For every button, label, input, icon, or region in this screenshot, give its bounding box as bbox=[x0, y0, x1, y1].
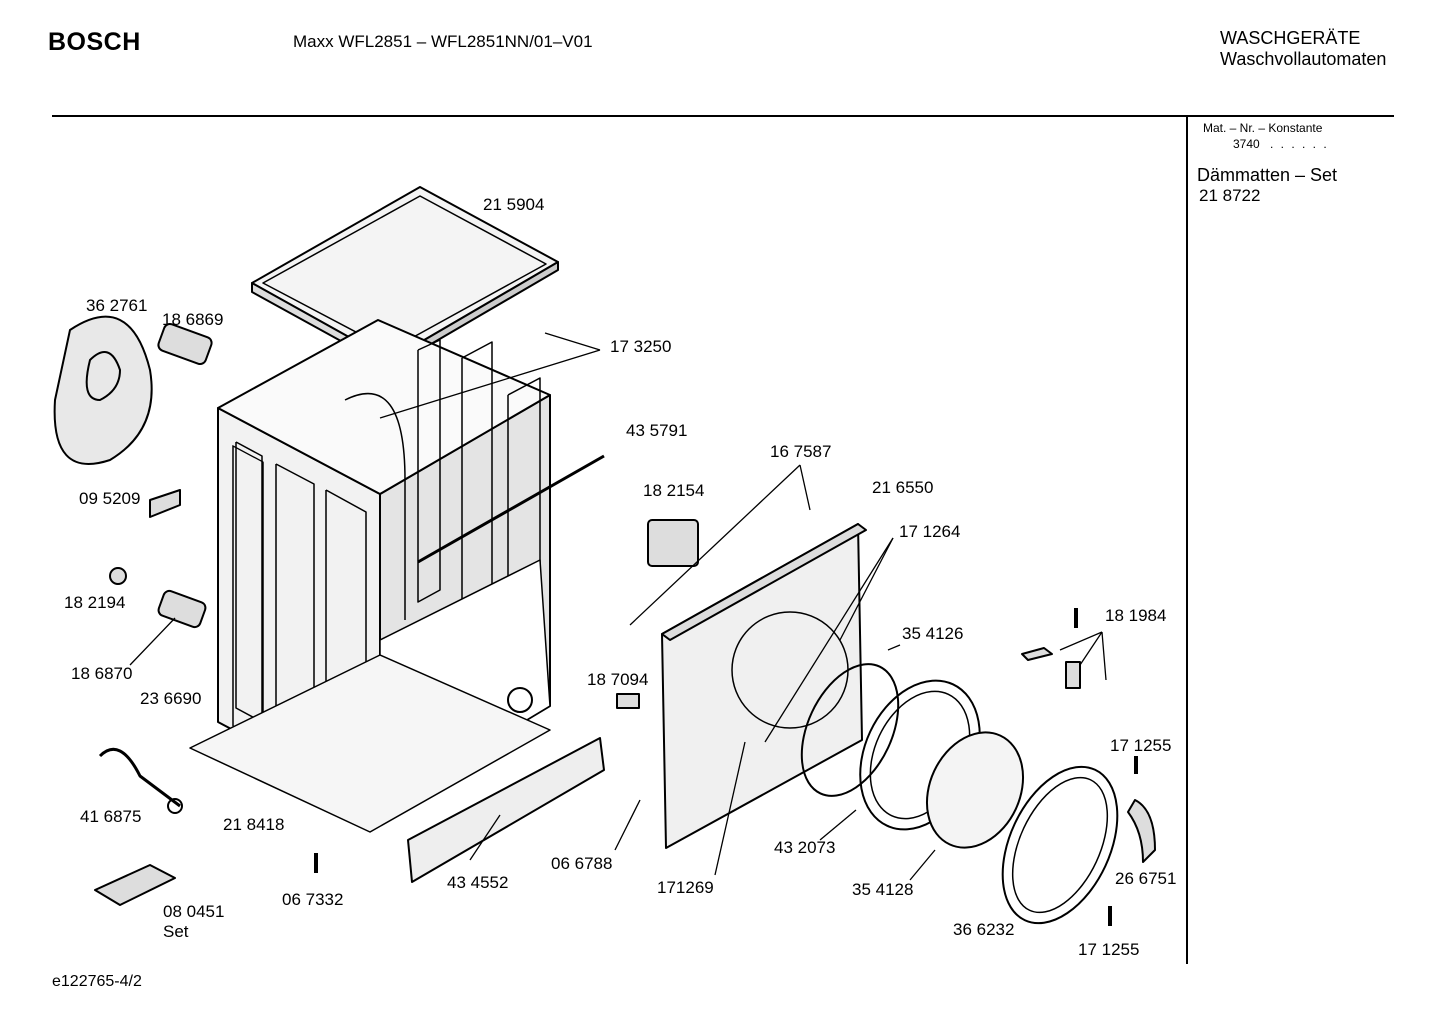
part-label: 17 3250 bbox=[610, 337, 672, 356]
part-label: 171269 bbox=[657, 878, 714, 897]
clip-part-drawing bbox=[616, 693, 640, 709]
cabinet-drawing bbox=[189, 319, 551, 833]
leader-lines bbox=[129, 332, 1107, 881]
part-label: 06 7332 bbox=[282, 890, 344, 909]
insulation-set-title: Dämmatten – Set bbox=[1197, 165, 1338, 185]
door-lock-drawing bbox=[647, 519, 699, 567]
insulation-set-number: 21 8722 bbox=[1199, 186, 1261, 205]
brand-logo: BOSCH bbox=[48, 28, 141, 56]
wrench-drawing bbox=[98, 747, 181, 808]
drawing-id: e122765-4/2 bbox=[52, 973, 142, 990]
part-label: 35 4126 bbox=[902, 624, 964, 643]
part-label: 18 7094 bbox=[587, 670, 649, 689]
material-number-value: 3740 bbox=[1233, 137, 1260, 151]
category-subtitle: Waschvollautomaten bbox=[1220, 49, 1387, 69]
part-label: 35 4128 bbox=[852, 880, 914, 899]
part-label: 43 2073 bbox=[774, 838, 836, 857]
front-panel-drawing bbox=[661, 523, 867, 849]
handle-part-drawing bbox=[1127, 799, 1156, 863]
door-glass-drawing bbox=[925, 731, 1025, 849]
transport-bracket-drawing bbox=[94, 864, 176, 906]
rear-insulation-drawing bbox=[53, 315, 153, 465]
bracket-part-drawing bbox=[149, 489, 181, 518]
part-label: 18 6869 bbox=[162, 310, 224, 329]
side-panel-divider bbox=[1186, 116, 1188, 964]
part-label: 36 2761 bbox=[86, 296, 148, 315]
header-divider bbox=[52, 115, 1394, 117]
material-number-label: Mat. – Nr. – Konstante bbox=[1203, 121, 1323, 135]
part-label: 18 2154 bbox=[643, 481, 705, 500]
part-label: 21 6550 bbox=[872, 478, 934, 497]
category-title: WASCHGERÄTE bbox=[1220, 28, 1361, 48]
part-label: Set bbox=[163, 922, 189, 941]
part-label: 23 6690 bbox=[140, 689, 202, 708]
pump-part-drawing bbox=[157, 322, 213, 366]
part-label: 18 2194 bbox=[64, 593, 126, 612]
part-label: 26 6751 bbox=[1115, 869, 1177, 888]
part-label: 08 0451 bbox=[163, 902, 225, 921]
part-label: 16 7587 bbox=[770, 442, 832, 461]
material-number-dots: . . . . . . bbox=[1270, 137, 1329, 151]
part-label: 06 6788 bbox=[551, 854, 613, 873]
part-label: 43 4552 bbox=[447, 873, 509, 892]
part-label: 18 1984 bbox=[1105, 606, 1167, 625]
part-label: 21 5904 bbox=[483, 195, 545, 214]
plinth-drawing bbox=[407, 737, 605, 883]
cross-brace-drawing bbox=[417, 454, 605, 564]
part-label: 18 6870 bbox=[71, 664, 133, 683]
knob-part-drawing bbox=[109, 567, 127, 585]
part-label: 21 8418 bbox=[223, 815, 285, 834]
part-label: 41 6875 bbox=[80, 807, 142, 826]
part-label: 17 1255 bbox=[1110, 736, 1172, 755]
part-label: 17 1264 bbox=[899, 522, 961, 541]
part-label: 17 1255 bbox=[1078, 940, 1140, 959]
model-title: Maxx WFL2851 – WFL2851NN/01–V01 bbox=[293, 32, 593, 51]
door-seal-drawing bbox=[800, 663, 900, 797]
pump-part-2-drawing bbox=[157, 589, 207, 629]
part-label: 43 5791 bbox=[626, 421, 688, 440]
part-label: 09 5209 bbox=[79, 489, 141, 508]
door-outer-ring-drawing bbox=[1001, 765, 1119, 925]
part-label: 36 6232 bbox=[953, 920, 1015, 939]
